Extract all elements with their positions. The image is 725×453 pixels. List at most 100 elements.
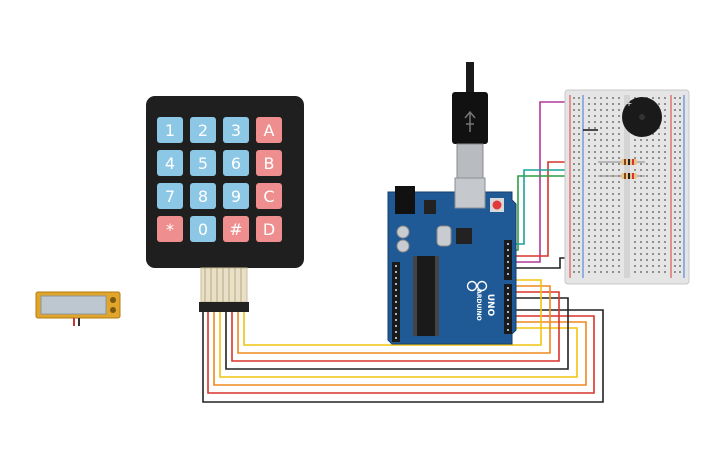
breadboard-hole xyxy=(612,145,614,147)
breadboard-half[interactable]: + xyxy=(564,89,690,285)
keypad-key-4[interactable]: 4 xyxy=(157,150,183,176)
keypad-key-hash[interactable]: # xyxy=(223,216,249,242)
breadboard-hole xyxy=(573,217,575,219)
keypad-connector[interactable] xyxy=(199,302,249,312)
wire-keypad-1[interactable] xyxy=(202,309,604,403)
breadboard-hole xyxy=(658,169,660,171)
breadboard-hole xyxy=(652,253,654,255)
keypad-key-2[interactable]: 2 xyxy=(190,117,216,143)
breadboard-hole xyxy=(658,133,660,135)
breadboard-hole xyxy=(606,187,608,189)
keypad-key-face xyxy=(256,150,282,176)
breadboard-hole xyxy=(652,193,654,195)
breadboard-hole xyxy=(674,163,676,165)
breadboard-hole xyxy=(618,97,620,99)
breadboard-hole xyxy=(618,271,620,273)
breadboard-hole xyxy=(573,241,575,243)
reset-button[interactable] xyxy=(492,200,502,210)
resistor-2[interactable] xyxy=(598,173,645,179)
wire-keypad-7[interactable] xyxy=(237,285,551,354)
breadboard-hole xyxy=(578,217,580,219)
breadboard-hole xyxy=(634,259,636,261)
lcd-pot-top xyxy=(110,297,116,303)
breadboard-hole xyxy=(573,247,575,249)
breadboard-hole xyxy=(664,145,666,147)
breadboard-hole xyxy=(618,223,620,225)
keypad-key-A[interactable]: A xyxy=(256,117,282,143)
header-pin xyxy=(507,317,509,319)
breadboard-hole xyxy=(646,175,648,177)
breadboard-hole xyxy=(664,139,666,141)
piezo-buzzer[interactable]: + xyxy=(622,97,662,137)
breadboard-center-groove xyxy=(624,95,630,278)
arduino-uno[interactable]: ARDUINO UNO xyxy=(387,62,517,345)
keypad-key-6[interactable]: 6 xyxy=(223,150,249,176)
header-pin xyxy=(507,261,509,263)
breadboard-hole xyxy=(679,211,681,213)
arduino-brand-label: ARDUINO xyxy=(475,289,482,320)
breadboard-hole xyxy=(573,103,575,105)
breadboard-hole xyxy=(646,151,648,153)
lcd-pot-bottom xyxy=(110,307,116,313)
breadboard-hole xyxy=(573,259,575,261)
breadboard-hole xyxy=(640,223,642,225)
keypad-key-label: 8 xyxy=(198,187,208,206)
keypad-key-star[interactable]: * xyxy=(157,216,183,242)
breadboard-hole xyxy=(674,145,676,147)
breadboard-hole xyxy=(588,97,590,99)
wire-keypad-6[interactable] xyxy=(231,291,560,362)
breadboard-hole xyxy=(612,133,614,135)
arduino-logo-icon xyxy=(466,280,488,292)
breadboard-hole xyxy=(674,109,676,111)
keypad-key-C[interactable]: C xyxy=(256,183,282,209)
breadboard-hole xyxy=(658,217,660,219)
breadboard-hole xyxy=(588,175,590,177)
wire-keypad-4[interactable] xyxy=(219,312,578,378)
breadboard-hole xyxy=(674,229,676,231)
breadboard-hole xyxy=(679,187,681,189)
breadboard-hole xyxy=(679,253,681,255)
breadboard-hole xyxy=(600,103,602,105)
keypad-key-1[interactable]: 1 xyxy=(157,117,183,143)
wire-keypad-2[interactable] xyxy=(207,312,595,394)
breadboard-hole xyxy=(578,139,580,141)
breadboard-hole xyxy=(573,193,575,195)
wire-keypad-8[interactable] xyxy=(243,279,542,346)
breadboard-hole xyxy=(594,205,596,207)
wire-led-teal[interactable] xyxy=(512,169,598,245)
breadboard-hole xyxy=(578,193,580,195)
keypad-key-face xyxy=(157,150,183,176)
breadboard-hole xyxy=(618,103,620,105)
keypad-key-0[interactable]: 0 xyxy=(190,216,216,242)
lcd-display[interactable] xyxy=(35,291,121,326)
breadboard-hole xyxy=(588,163,590,165)
breadboard-hole xyxy=(618,127,620,129)
breadboard-hole xyxy=(664,259,666,261)
breadboard-hole xyxy=(606,145,608,147)
breadboard-hole xyxy=(600,133,602,135)
keypad-key-B[interactable]: B xyxy=(256,150,282,176)
header-pin xyxy=(507,305,509,307)
small-chip xyxy=(456,228,472,244)
breadboard-hole xyxy=(612,199,614,201)
wire-keypad-3[interactable] xyxy=(213,312,587,386)
breadboard-hole xyxy=(573,199,575,201)
keypad-key-7[interactable]: 7 xyxy=(157,183,183,209)
breadboard-hole xyxy=(658,205,660,207)
keypad-key-label: B xyxy=(264,154,275,173)
keypad-key-8[interactable]: 8 xyxy=(190,183,216,209)
keypad-key-5[interactable]: 5 xyxy=(190,150,216,176)
header-pin xyxy=(507,293,509,295)
breadboard-hole xyxy=(652,139,654,141)
resistor-1[interactable] xyxy=(598,159,645,165)
breadboard-hole xyxy=(600,259,602,261)
breadboard-hole xyxy=(634,157,636,159)
breadboard-hole xyxy=(588,259,590,261)
keypad-key-9[interactable]: 9 xyxy=(223,183,249,209)
keypad-key-D[interactable]: D xyxy=(256,216,282,242)
keypad-key-3[interactable]: 3 xyxy=(223,117,249,143)
breadboard-hole xyxy=(606,247,608,249)
breadboard-hole xyxy=(646,253,648,255)
